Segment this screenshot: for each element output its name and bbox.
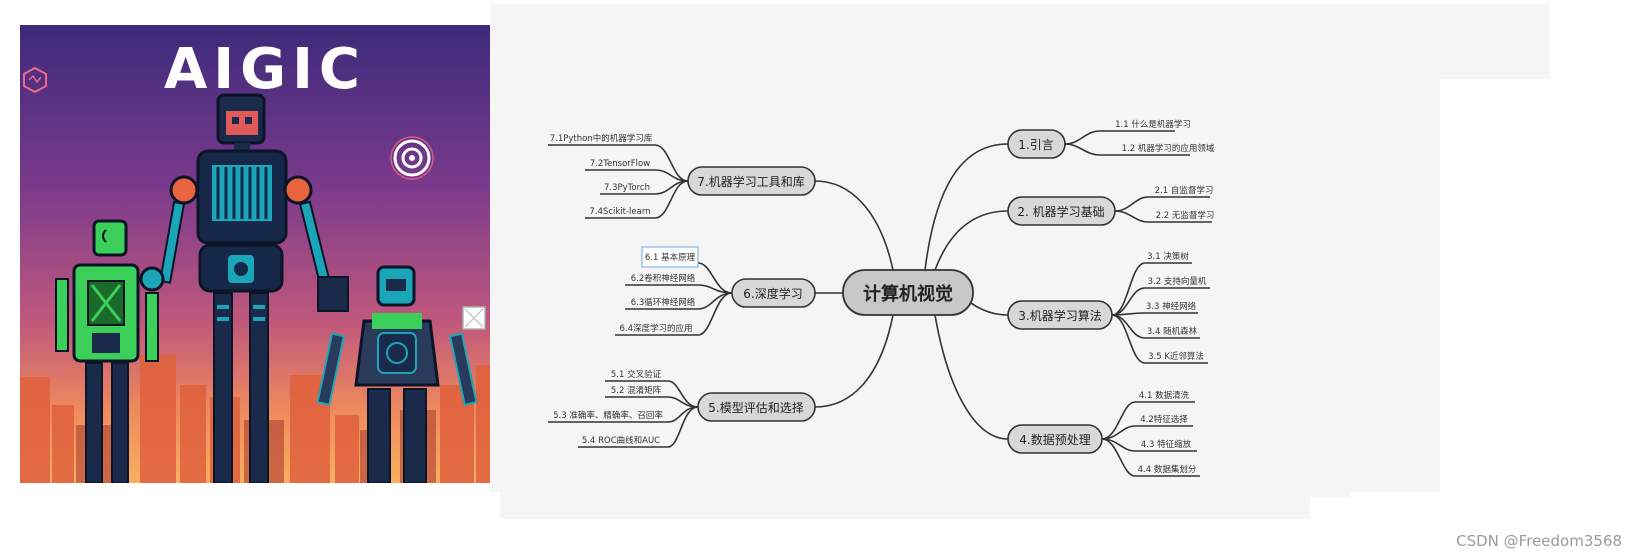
leaf-node[interactable]: 1.1 什么是机器学习 [1115, 119, 1191, 130]
leaf-node[interactable]: 2.1 自监督学习 [1155, 185, 1214, 196]
leaf-node: 6.1 基本原理 [645, 252, 696, 263]
leaf-node[interactable]: 7.1Python中的机器学习库 [550, 133, 653, 144]
branch-node-2[interactable]: 2. 机器学习基础 [1008, 197, 1115, 225]
root-node[interactable]: 计算机视觉 [843, 270, 973, 315]
leaf-node[interactable]: 5.2 混淆矩阵 [611, 385, 662, 396]
branch-label: 5.模型评估和选择 [708, 401, 803, 415]
leaf-node[interactable]: 5.1 交叉验证 [611, 369, 662, 380]
watermark: CSDN @Freedom3568 [1456, 532, 1622, 550]
branch-label: 4.数据预处理 [1019, 432, 1090, 447]
leaf-node[interactable]: 3.2 支持向量机 [1148, 276, 1207, 287]
branch-node-3[interactable]: 3.机器学习算法 [1008, 301, 1112, 329]
branch-label: 1.引言 [1018, 138, 1053, 152]
leaf-node[interactable]: 2.2 无监督学习 [1156, 210, 1215, 221]
branch-label: 6.深度学习 [743, 286, 802, 301]
leaf-node[interactable]: 6.3循环神经网络 [631, 297, 696, 308]
leaf-node[interactable]: 3.3 神经网络 [1146, 301, 1197, 312]
branch-node-5[interactable]: 5.模型评估和选择 [698, 393, 815, 421]
leaf-node[interactable]: 5.4 ROC曲线和AUC [582, 435, 660, 446]
leaf-node[interactable]: 3.4 随机森林 [1147, 326, 1198, 337]
branch-node-4[interactable]: 4.数据预处理 [1008, 425, 1102, 453]
branch-label: 7.机器学习工具和库 [697, 174, 804, 189]
leaf-node[interactable]: 3.5 K近邻算法 [1148, 351, 1204, 362]
branch-node-1[interactable]: 1.引言 [1008, 130, 1065, 158]
leaf-node[interactable]: 4.3 特征缩放 [1141, 439, 1192, 450]
leaf-node-selected[interactable]: 6.1 基本原理 [642, 247, 698, 267]
leaf-node[interactable]: 3.1 决策树 [1147, 251, 1189, 262]
branch-node-6[interactable]: 6.深度学习 [732, 279, 815, 307]
leaf-node[interactable]: 5.3 准确率、精确率、召回率 [553, 410, 663, 421]
leaf-node[interactable]: 4.2特征选择 [1140, 414, 1188, 425]
leaf-node[interactable]: 7.4Scikit-learn [589, 207, 650, 217]
leaf-node[interactable]: 4.4 数据集划分 [1138, 464, 1197, 475]
leaf-node[interactable]: 6.2卷积神经网络 [631, 273, 696, 284]
branch-label: 2. 机器学习基础 [1017, 204, 1104, 219]
leaf-node[interactable]: 1.2 机器学习的应用领域 [1122, 143, 1215, 154]
leaf-node[interactable]: 7.2TensorFlow [590, 159, 650, 169]
root-node-label: 计算机视觉 [863, 283, 953, 305]
leaf-node[interactable]: 7.3PyTorch [604, 183, 650, 193]
branch-label: 3.机器学习算法 [1018, 308, 1101, 323]
leaf-node[interactable]: 6.4深度学习的应用 [619, 323, 692, 334]
leaf-node[interactable]: 4.1 数据清洗 [1139, 390, 1190, 401]
branch-node-7[interactable]: 7.机器学习工具和库 [688, 167, 815, 195]
